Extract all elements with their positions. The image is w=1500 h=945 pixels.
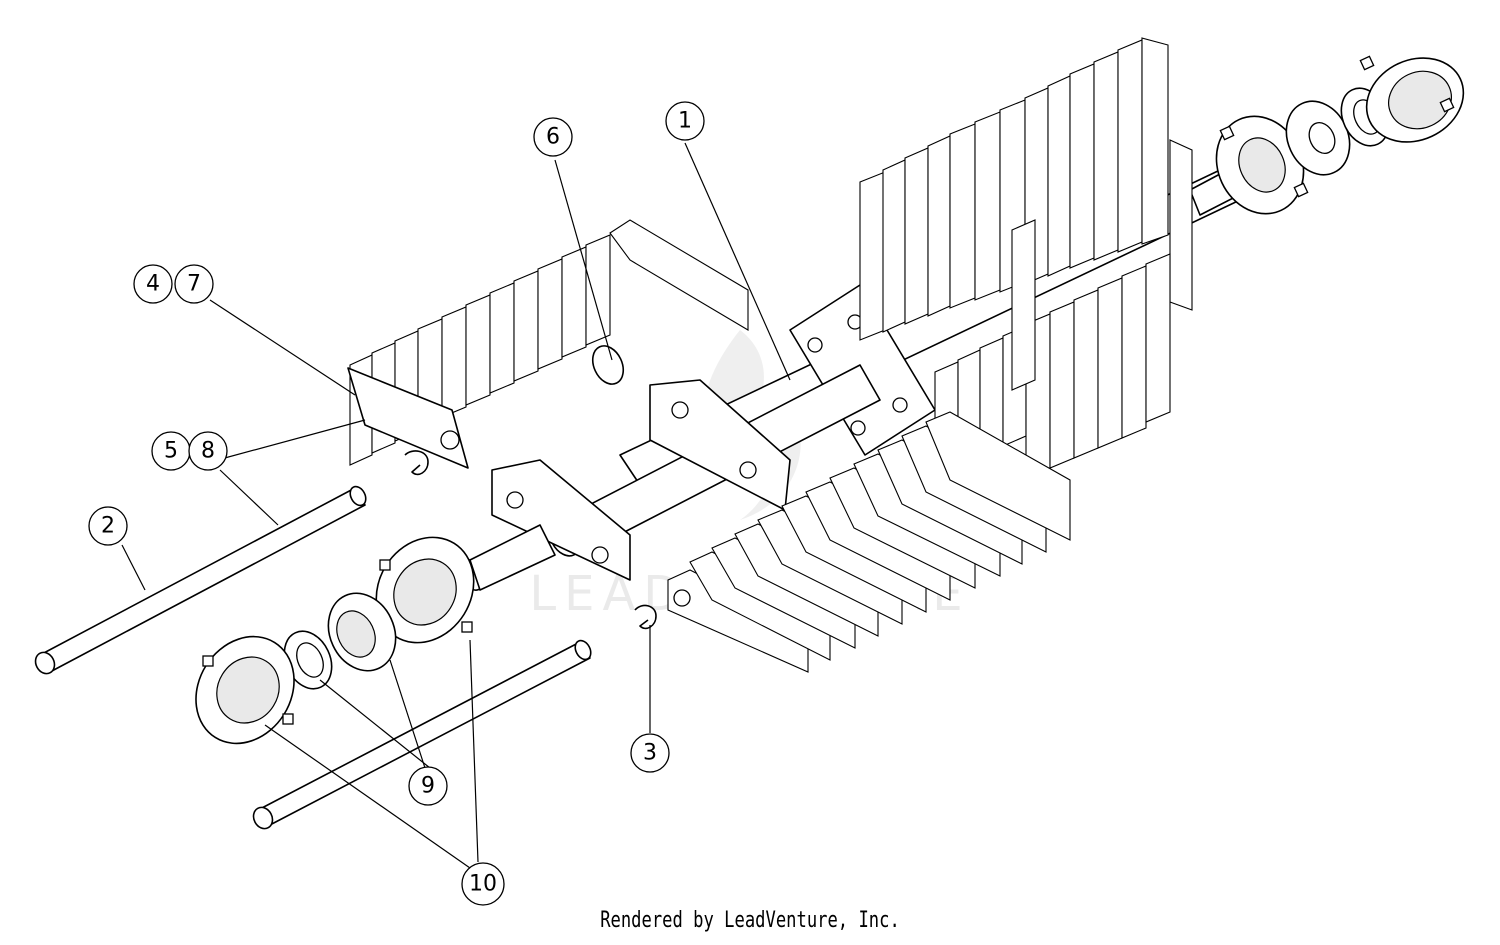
pins [34, 485, 592, 830]
middle-plates [459, 379, 791, 591]
leader-lines [121, 142, 791, 869]
callout-label: 2 [101, 514, 115, 539]
footer-credit: Rendered by LeadVenture, Inc. [600, 908, 900, 933]
callout-7: 7 [174, 264, 214, 304]
callout-label: 1 [678, 109, 692, 134]
callout-label: 6 [546, 125, 560, 150]
callout-label: 5 [164, 439, 178, 464]
callout-2: 2 [88, 506, 128, 546]
callout-6: 6 [533, 117, 573, 157]
callout-8: 8 [188, 431, 228, 471]
callout-label: 8 [201, 439, 215, 464]
lower-blade-stack [667, 411, 1071, 673]
callout-5: 5 [151, 431, 191, 471]
callout-9: 9 [408, 766, 448, 806]
callout-label: 10 [469, 872, 497, 897]
callout-label: 4 [146, 272, 160, 297]
left-upper-blade-stack [347, 219, 749, 469]
callout-3: 3 [630, 733, 670, 773]
callout-label: 9 [421, 774, 435, 799]
left-bearing-assembly [195, 536, 475, 745]
callout-label: 3 [643, 741, 657, 766]
clips [404, 450, 657, 630]
right-bearing-assembly [1215, 55, 1465, 215]
callout-label: 7 [187, 272, 201, 297]
callout-4: 4 [133, 264, 173, 304]
callout-1: 1 [665, 101, 705, 141]
callout-10: 10 [461, 862, 505, 906]
left-front-plate [347, 367, 469, 469]
